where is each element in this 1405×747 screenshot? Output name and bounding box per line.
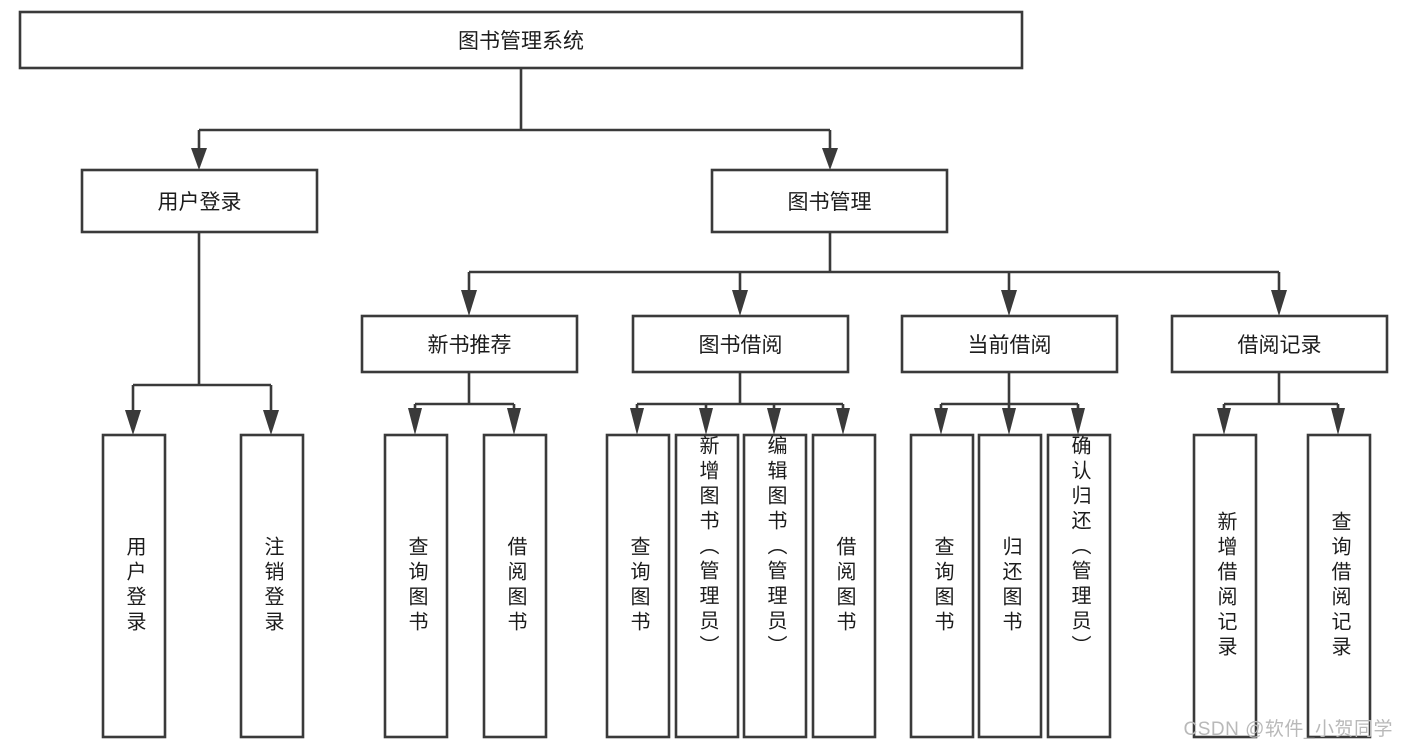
arrowhead-newbook-to-leaf3	[408, 408, 422, 435]
connector-group	[125, 68, 1345, 435]
arrowhead-records-to-leaf12	[1217, 408, 1231, 435]
arrowhead-records-to-leaf13	[1331, 408, 1345, 435]
node-box-leaf10[interactable]	[977, 433, 1043, 739]
arrowhead-bookmgmt-to-borrow	[732, 290, 748, 316]
arrowhead-root-to-login	[191, 148, 207, 170]
node-box-leaf2[interactable]	[239, 433, 305, 739]
node-box-root[interactable]	[18, 10, 1024, 70]
watermark-text: CSDN @软件_小贺同学	[1183, 719, 1393, 740]
arrowhead-root-to-bookmgmt	[822, 148, 838, 170]
node-box-records[interactable]	[1170, 314, 1389, 374]
node-box-leaf7[interactable]	[742, 433, 808, 739]
arrowhead-borrow-to-leaf5	[630, 408, 644, 435]
arrowhead-borrow-to-leaf6	[699, 408, 713, 435]
arrowhead-borrow-to-leaf8	[836, 408, 850, 435]
node-box-leaf9[interactable]	[909, 433, 975, 739]
node-box-borrow[interactable]	[631, 314, 850, 374]
node-box-newbook[interactable]	[360, 314, 579, 374]
arrowhead-bookmgmt-to-current	[1001, 290, 1017, 316]
node-box-login[interactable]	[80, 168, 319, 234]
node-box-bookmgmt[interactable]	[710, 168, 949, 234]
arrowhead-bookmgmt-to-records	[1271, 290, 1287, 316]
arrowhead-current-to-leaf11	[1071, 408, 1085, 435]
node-box-group	[18, 10, 1389, 739]
arrowhead-bookmgmt-to-newbook	[461, 290, 477, 316]
node-box-leaf4[interactable]	[482, 433, 548, 739]
node-box-leaf5[interactable]	[605, 433, 671, 739]
node-box-leaf1[interactable]	[101, 433, 167, 739]
node-box-current[interactable]	[900, 314, 1119, 374]
node-box-leaf13[interactable]	[1306, 433, 1372, 739]
arrowhead-login-to-leaf2	[263, 410, 279, 435]
arrowhead-borrow-to-leaf7	[767, 408, 781, 435]
arrowhead-current-to-leaf10	[1002, 408, 1016, 435]
arrowhead-newbook-to-leaf4	[507, 408, 521, 435]
node-box-leaf3[interactable]	[383, 433, 449, 739]
node-box-leaf6[interactable]	[674, 433, 740, 739]
arrowhead-current-to-leaf9	[934, 408, 948, 435]
arrowhead-login-to-leaf1	[125, 410, 141, 435]
node-box-leaf12[interactable]	[1192, 433, 1258, 739]
node-box-leaf11[interactable]	[1046, 433, 1112, 739]
node-box-leaf8[interactable]	[811, 433, 877, 739]
